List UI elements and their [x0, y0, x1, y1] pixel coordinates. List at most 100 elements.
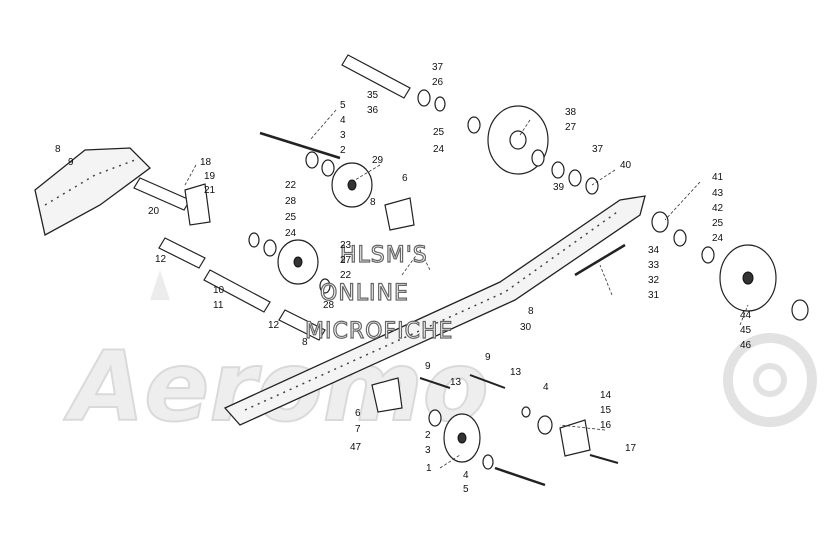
bearing-39 — [568, 169, 582, 187]
callout-28: 28 — [323, 300, 335, 311]
bolt-13-right — [469, 374, 506, 389]
leader-18 — [184, 164, 197, 186]
callout-37: 37 — [432, 62, 444, 73]
callout-3: 3 — [425, 445, 431, 456]
callout-29: 29 — [372, 155, 384, 166]
slide-rail-assembly — [34, 147, 646, 426]
callout-36: 36 — [367, 105, 379, 116]
bearing-3-upper — [321, 159, 335, 177]
watermark-line-3: MICROFICHE — [305, 319, 453, 344]
idler-axle-shaft-35 — [341, 54, 411, 99]
callout-23: 23 — [340, 240, 352, 251]
callout-5: 5 — [463, 484, 469, 495]
rail-perforations — [244, 209, 621, 411]
callout-2: 2 — [340, 145, 346, 156]
idler-wheel-44-hub — [742, 271, 754, 285]
leader-lines — [184, 109, 749, 469]
idler-wheel-1-hub — [457, 432, 467, 444]
callout-45: 45 — [740, 325, 752, 336]
callout-25: 25 — [712, 218, 724, 229]
washer-25-left — [248, 232, 260, 248]
bracket-15 — [559, 419, 591, 457]
callout-42: 42 — [712, 203, 724, 214]
bearing-2-lower — [428, 409, 442, 427]
callout-4: 4 — [340, 115, 346, 126]
callout-35: 35 — [367, 90, 379, 101]
callout-2: 2 — [425, 430, 431, 441]
idler-wheel-29-hub — [347, 179, 357, 191]
idler-wheels — [277, 105, 809, 463]
bracket-6-lower — [371, 377, 403, 413]
callout-12: 12 — [155, 254, 167, 265]
callout-34: 34 — [648, 245, 660, 256]
cross-shaft-10 — [203, 269, 271, 313]
callout-24: 24 — [712, 233, 724, 244]
callout-8: 8 — [370, 197, 376, 208]
callout-16: 16 — [600, 420, 612, 431]
brackets — [184, 183, 591, 457]
callout-43: 43 — [712, 188, 724, 199]
callout-14: 14 — [600, 390, 612, 401]
callout-24: 24 — [433, 144, 445, 155]
callout-21: 21 — [204, 185, 216, 196]
callout-8: 8 — [302, 337, 308, 348]
callout-15: 15 — [600, 405, 612, 416]
bolt-31 — [574, 243, 626, 277]
castle-tower-icon — [150, 270, 170, 300]
end-cap-45 — [791, 299, 809, 321]
callout-27: 27 — [565, 122, 577, 133]
leader-1 — [439, 454, 461, 469]
callout-8: 8 — [55, 144, 61, 155]
left-slide-rail-front — [34, 147, 151, 236]
bearing-24-upper — [467, 116, 481, 134]
callout-22: 22 — [340, 270, 352, 281]
callout-11: 11 — [213, 300, 224, 311]
right-slide-rail — [223, 195, 646, 426]
callout-41: 41 — [712, 172, 724, 183]
leader-44 — [739, 304, 749, 326]
spacer-37 — [551, 161, 565, 179]
cross-shaft-12-upper — [158, 237, 206, 269]
leader-38 — [519, 119, 531, 136]
idler-wheel-38-hub — [509, 130, 527, 150]
callout-32: 32 — [648, 275, 660, 286]
leader-40 — [591, 169, 616, 186]
watermark-line-2: ONLINE — [320, 281, 409, 306]
callout-7: 7 — [355, 424, 361, 435]
bearing-37-upper — [417, 89, 431, 107]
leader-14 — [559, 424, 606, 431]
washer-4-right — [521, 406, 531, 418]
callout-44: 44 — [740, 310, 752, 321]
bolt-13-left — [419, 377, 451, 389]
callout-47: 47 — [350, 442, 362, 453]
callout-13: 13 — [510, 367, 522, 378]
callout-27: 27 — [340, 255, 352, 266]
callout-6: 6 — [402, 173, 408, 184]
spacer-26 — [434, 96, 446, 112]
callout-9: 9 — [485, 352, 491, 363]
bearing-42 — [673, 229, 687, 247]
washer-40 — [585, 177, 599, 195]
washer-22 — [319, 278, 331, 294]
callout-13: 13 — [450, 377, 462, 388]
wheel-logo-icon — [723, 333, 817, 427]
callout-24: 24 — [285, 228, 297, 239]
callout-31: 31 — [648, 290, 660, 301]
spacer-14 — [537, 415, 553, 435]
idler-wheel-23-hub — [293, 256, 303, 268]
leader-41 — [664, 181, 701, 221]
shafts — [133, 54, 626, 487]
bracket-6-upper — [384, 197, 415, 231]
front-cross-shaft-18 — [133, 177, 191, 211]
callout-37: 37 — [592, 144, 604, 155]
callout-8: 8 — [528, 306, 534, 317]
callout-10: 10 — [213, 285, 225, 296]
arm-19 — [184, 183, 211, 226]
callout-30: 30 — [520, 322, 532, 333]
watermark-line-1: HLSM'S — [340, 243, 428, 268]
callout-20: 20 — [148, 206, 160, 217]
callout-4: 4 — [543, 382, 549, 393]
callout-25: 25 — [285, 212, 297, 223]
callout-6: 6 — [355, 408, 361, 419]
